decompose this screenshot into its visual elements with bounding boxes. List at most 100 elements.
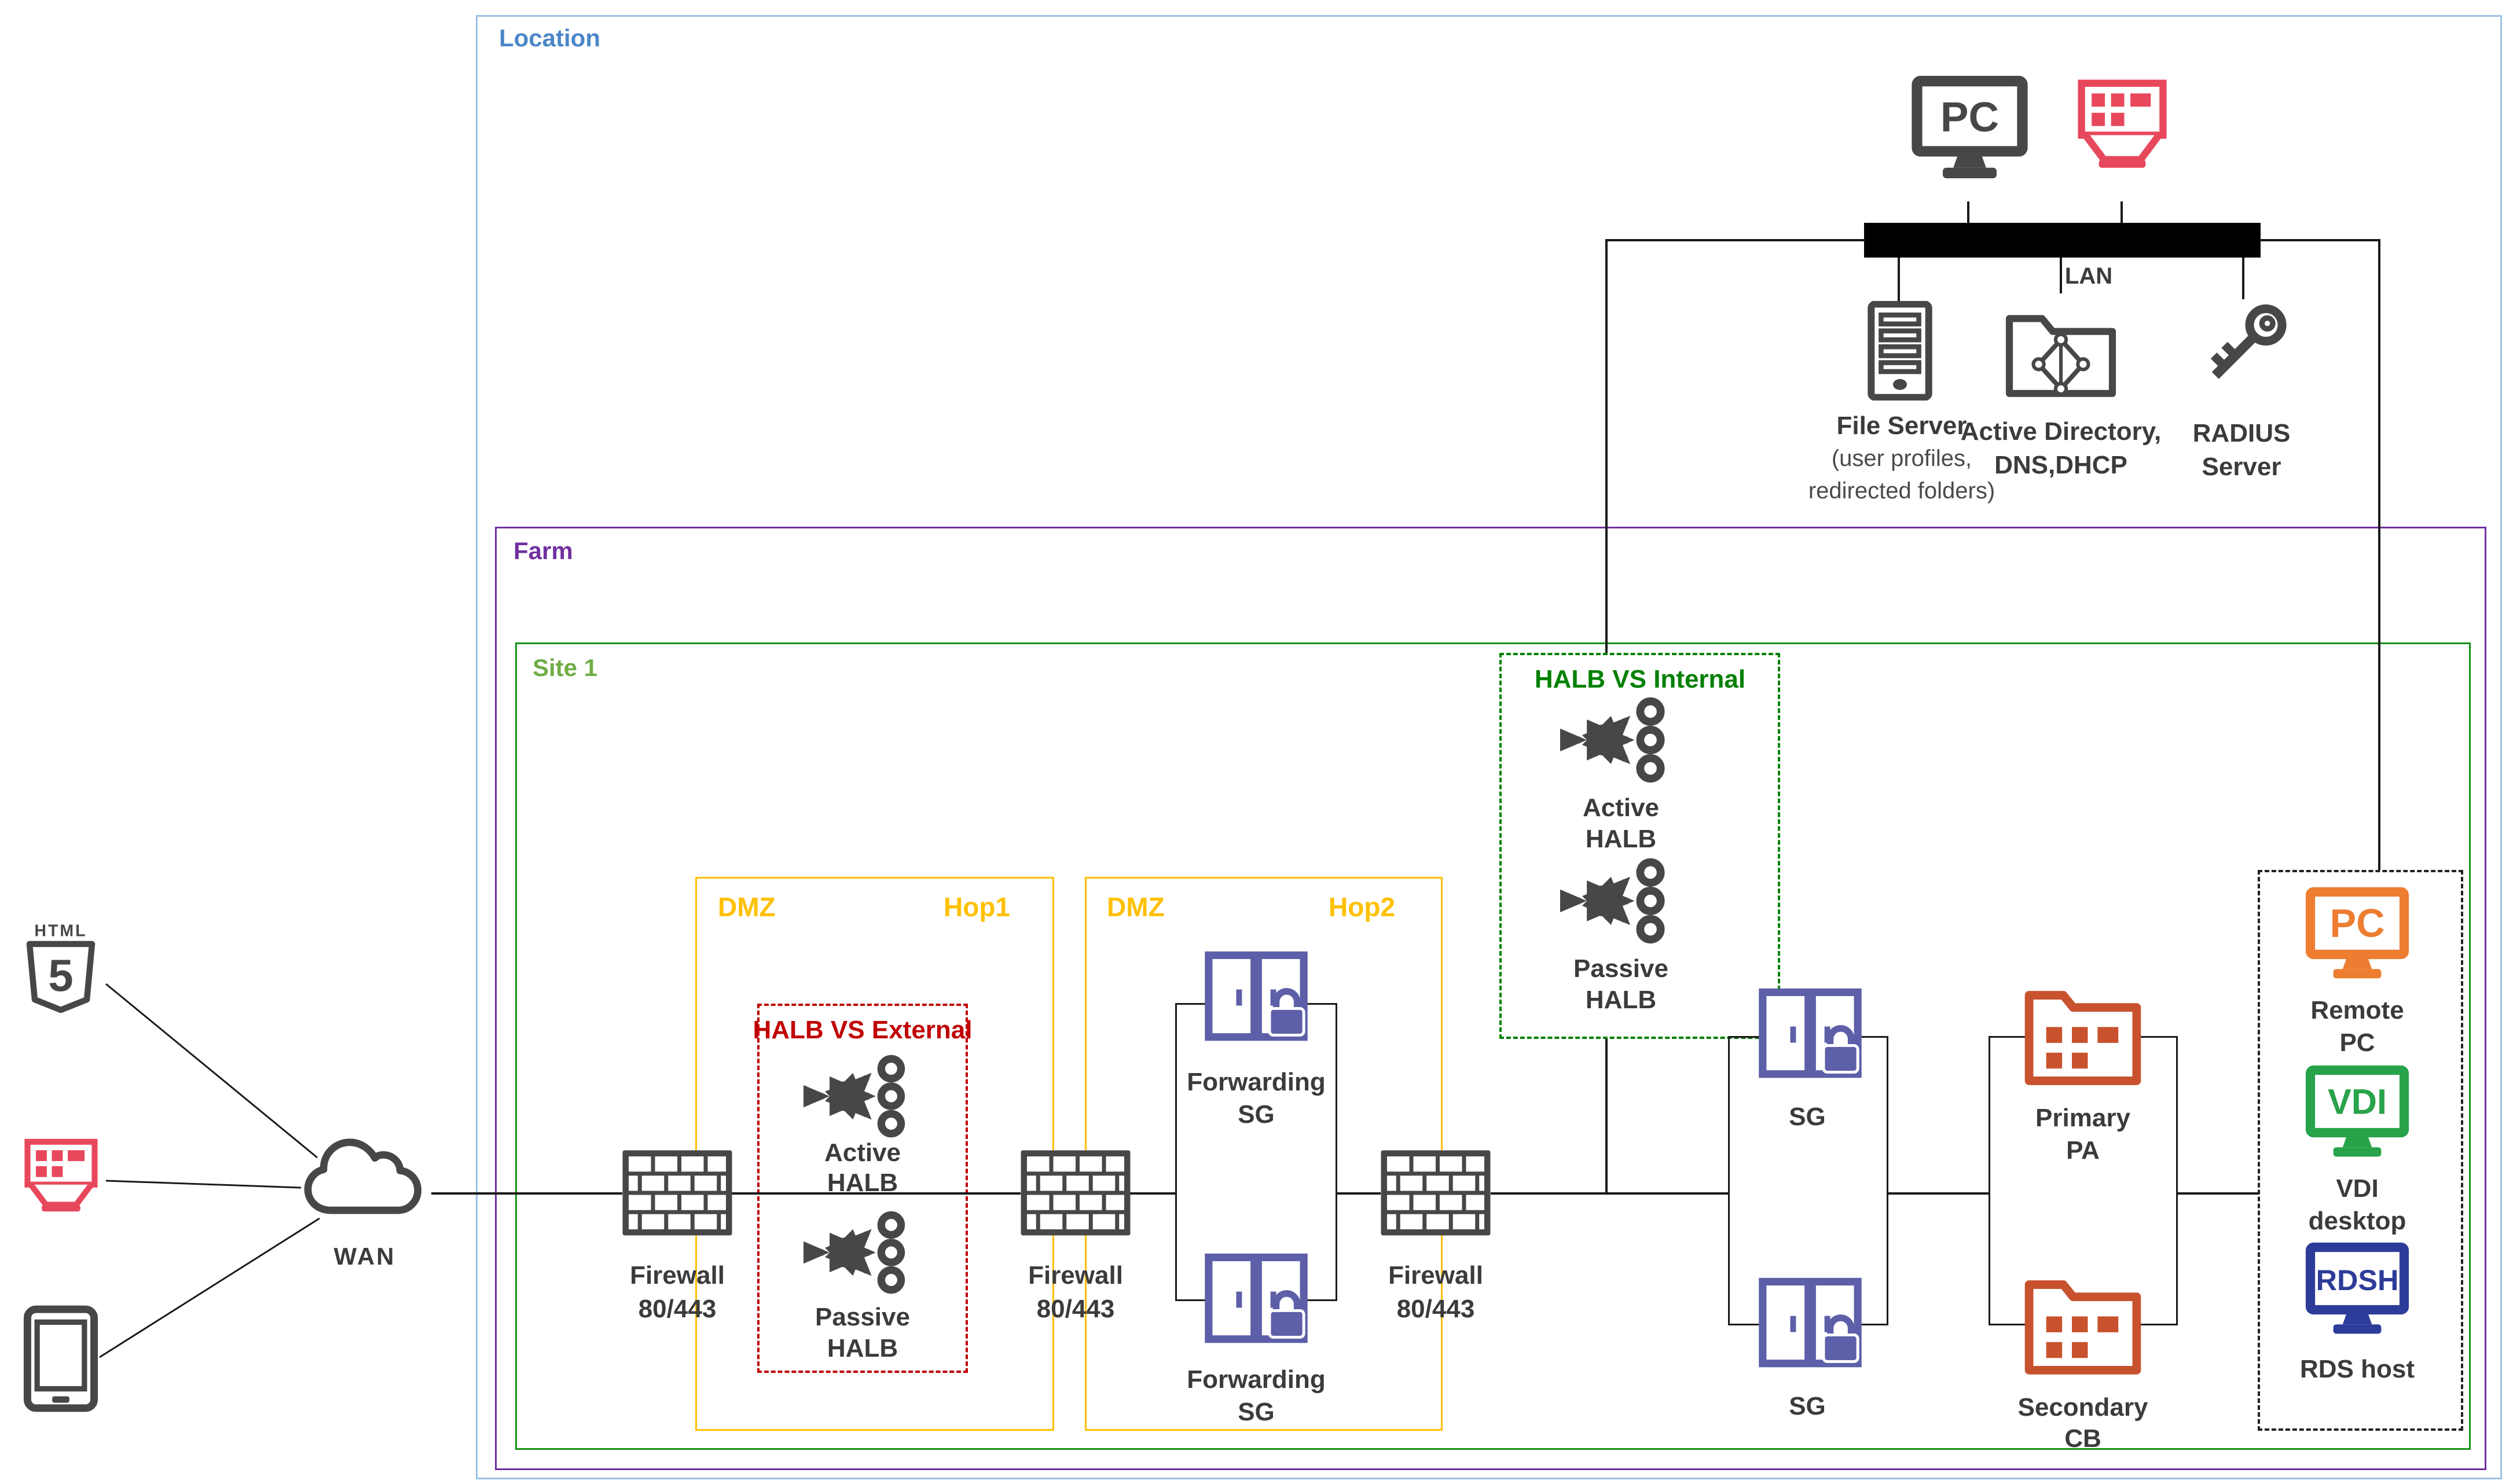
parallels-client-icon xyxy=(19,1122,103,1237)
forwarding-sg-top-label1: Forwarding xyxy=(1187,1068,1326,1096)
connector-halb-internal-to-mainline xyxy=(1605,1039,1608,1195)
html5-client-icon: HTML 5 xyxy=(17,903,104,1041)
forwarding-sg-top-label2: SG xyxy=(1238,1100,1275,1129)
dmz-hop2-hop-label: Hop2 xyxy=(1329,892,1395,922)
lan-label: LAN xyxy=(2064,263,2113,289)
firewall3-label-line1: Firewall xyxy=(1388,1261,1483,1290)
halb-external-passive-label2: HALB xyxy=(827,1334,898,1362)
stub-lan-to-ad xyxy=(2060,258,2062,293)
radius-label-line2: Server xyxy=(2202,453,2281,481)
halb-vs-internal-title: HALB VS Internal xyxy=(1534,665,1746,693)
forwarding-sg-bottom-icon xyxy=(1203,1251,1309,1351)
primary-pa-label1: Primary xyxy=(2035,1104,2130,1132)
firewall2-label-line1: Firewall xyxy=(1028,1261,1123,1290)
halb-external-passive-label1: Passive xyxy=(815,1303,910,1331)
svg-text:HTML: HTML xyxy=(34,922,87,941)
remote-pc-label2: PC xyxy=(2339,1028,2375,1057)
connector-lan-right xyxy=(2259,239,2379,241)
wan-cloud-icon xyxy=(296,1129,432,1228)
halb-internal-passive-label1: Passive xyxy=(1573,954,1668,983)
halb-external-passive-icon xyxy=(804,1208,922,1296)
stub-pc-to-lan xyxy=(1967,201,1969,223)
firewall2-label-line2: 80/443 xyxy=(1036,1295,1115,1323)
radius-label-line1: RADIUS xyxy=(2192,419,2291,447)
primary-pa-label2: PA xyxy=(2066,1136,2100,1165)
mainline-fw1-to-fw2 xyxy=(731,1192,1021,1195)
firewall3-icon xyxy=(1379,1141,1492,1244)
forwarding-sg-top-icon xyxy=(1203,949,1309,1049)
vdi-desktop-label1: VDI xyxy=(2336,1174,2379,1203)
file-server-sub2: redirected folders) xyxy=(1808,478,1995,504)
halb-external-active-icon xyxy=(804,1052,922,1140)
remote-pc-label1: Remote xyxy=(2310,996,2404,1024)
file-server-sub1: (user profiles, xyxy=(1831,446,1972,471)
lan-pc-monitor-icon: PC xyxy=(1910,75,2029,181)
svg-text:PC: PC xyxy=(2329,901,2384,945)
stub-lan-to-radius xyxy=(2242,258,2244,299)
remote-pc-monitor-icon: PC xyxy=(2305,887,2409,980)
lan-bus-bar xyxy=(1864,223,2261,258)
rdsh-monitor-icon: RDSH xyxy=(2305,1242,2409,1336)
halb-external-active-label1: Active xyxy=(824,1138,901,1167)
halb-internal-active-icon xyxy=(1560,695,1682,785)
halb-vs-external-box xyxy=(757,1004,968,1373)
file-server-title: File Server xyxy=(1836,412,1967,440)
secondary-cb-folder-icon xyxy=(2022,1268,2144,1378)
lan-parallels-client-icon xyxy=(2071,76,2173,182)
halb-internal-passive-label2: HALB xyxy=(1585,986,1657,1014)
svg-text:VDI: VDI xyxy=(2328,1082,2387,1122)
stub-client-to-lan xyxy=(2121,201,2123,223)
location-region-box xyxy=(476,15,2502,1479)
firewall2-icon xyxy=(1019,1141,1132,1244)
svg-text:RDSH: RDSH xyxy=(2316,1263,2399,1296)
endpoints-box xyxy=(2258,870,2463,1431)
primary-pa-folder-icon xyxy=(2022,978,2144,1088)
farm-region-box xyxy=(495,527,2486,1470)
secondary-cb-label1: Secondary xyxy=(2017,1393,2148,1421)
vdi-desktop-monitor-icon: VDI xyxy=(2305,1065,2409,1159)
forwarding-sg-bottom-label2: SG xyxy=(1238,1398,1275,1426)
firewall3-label-line2: 80/443 xyxy=(1396,1295,1475,1323)
location-region-label: Location xyxy=(499,24,600,52)
wan-label: WAN xyxy=(333,1243,396,1270)
sg-bottom-label: SG xyxy=(1789,1392,1826,1420)
site1-region-box xyxy=(515,642,2471,1450)
mobile-tablet-client-icon xyxy=(23,1299,98,1418)
forwarding-sg-bottom-label1: Forwarding xyxy=(1187,1365,1326,1394)
secondary-cb-label2: CB xyxy=(2064,1424,2101,1453)
firewall1-icon xyxy=(621,1141,734,1244)
firewall1-label-line1: Firewall xyxy=(630,1261,725,1290)
mainline-fw2-to-fwdsg xyxy=(1130,1192,1176,1195)
halb-vs-external-title: HALB VS External xyxy=(753,1016,973,1044)
radius-key-icon xyxy=(2189,292,2299,401)
rdsh-label: RDS host xyxy=(2300,1355,2415,1383)
farm-region-label: Farm xyxy=(513,537,573,564)
sg-top-icon xyxy=(1757,986,1863,1086)
connector-lan-to-endpoints xyxy=(2378,239,2380,870)
sg-bottom-icon xyxy=(1757,1276,1863,1375)
mainline-pa-to-endpoints xyxy=(2177,1192,2259,1195)
dmz-hop2-dmz-label: DMZ xyxy=(1107,892,1165,922)
site1-region-label: Site 1 xyxy=(533,654,598,681)
mainline-sg-to-pa xyxy=(1887,1192,1990,1195)
firewall1-label-line2: 80/443 xyxy=(638,1295,717,1323)
halb-internal-active-label1: Active xyxy=(1582,794,1660,822)
connector-lan-left xyxy=(1606,239,1865,241)
mainline-wan-to-fw1 xyxy=(431,1192,622,1195)
dmz-hop1-hop-label: Hop1 xyxy=(944,892,1010,922)
file-server-icon xyxy=(1865,301,1935,401)
svg-text:PC: PC xyxy=(1940,94,1999,141)
vdi-desktop-label2: desktop xyxy=(2308,1207,2406,1235)
active-directory-folder-icon xyxy=(1997,295,2125,401)
mainline-fwdsg-to-fw3 xyxy=(1336,1192,1381,1195)
connector-lan-to-halb-internal xyxy=(1605,239,1608,653)
stub-lan-to-fileserver xyxy=(1898,258,1900,304)
active-directory-label-line1: Active Directory, xyxy=(1960,417,2162,446)
mainline-fw3-to-sg xyxy=(1491,1192,1729,1195)
svg-text:5: 5 xyxy=(48,950,73,1001)
dmz-hop1-dmz-label: DMZ xyxy=(718,892,776,922)
sg-top-label: SG xyxy=(1789,1103,1826,1131)
halb-external-active-label2: HALB xyxy=(827,1169,898,1197)
halb-vs-internal-box xyxy=(1499,653,1780,1039)
